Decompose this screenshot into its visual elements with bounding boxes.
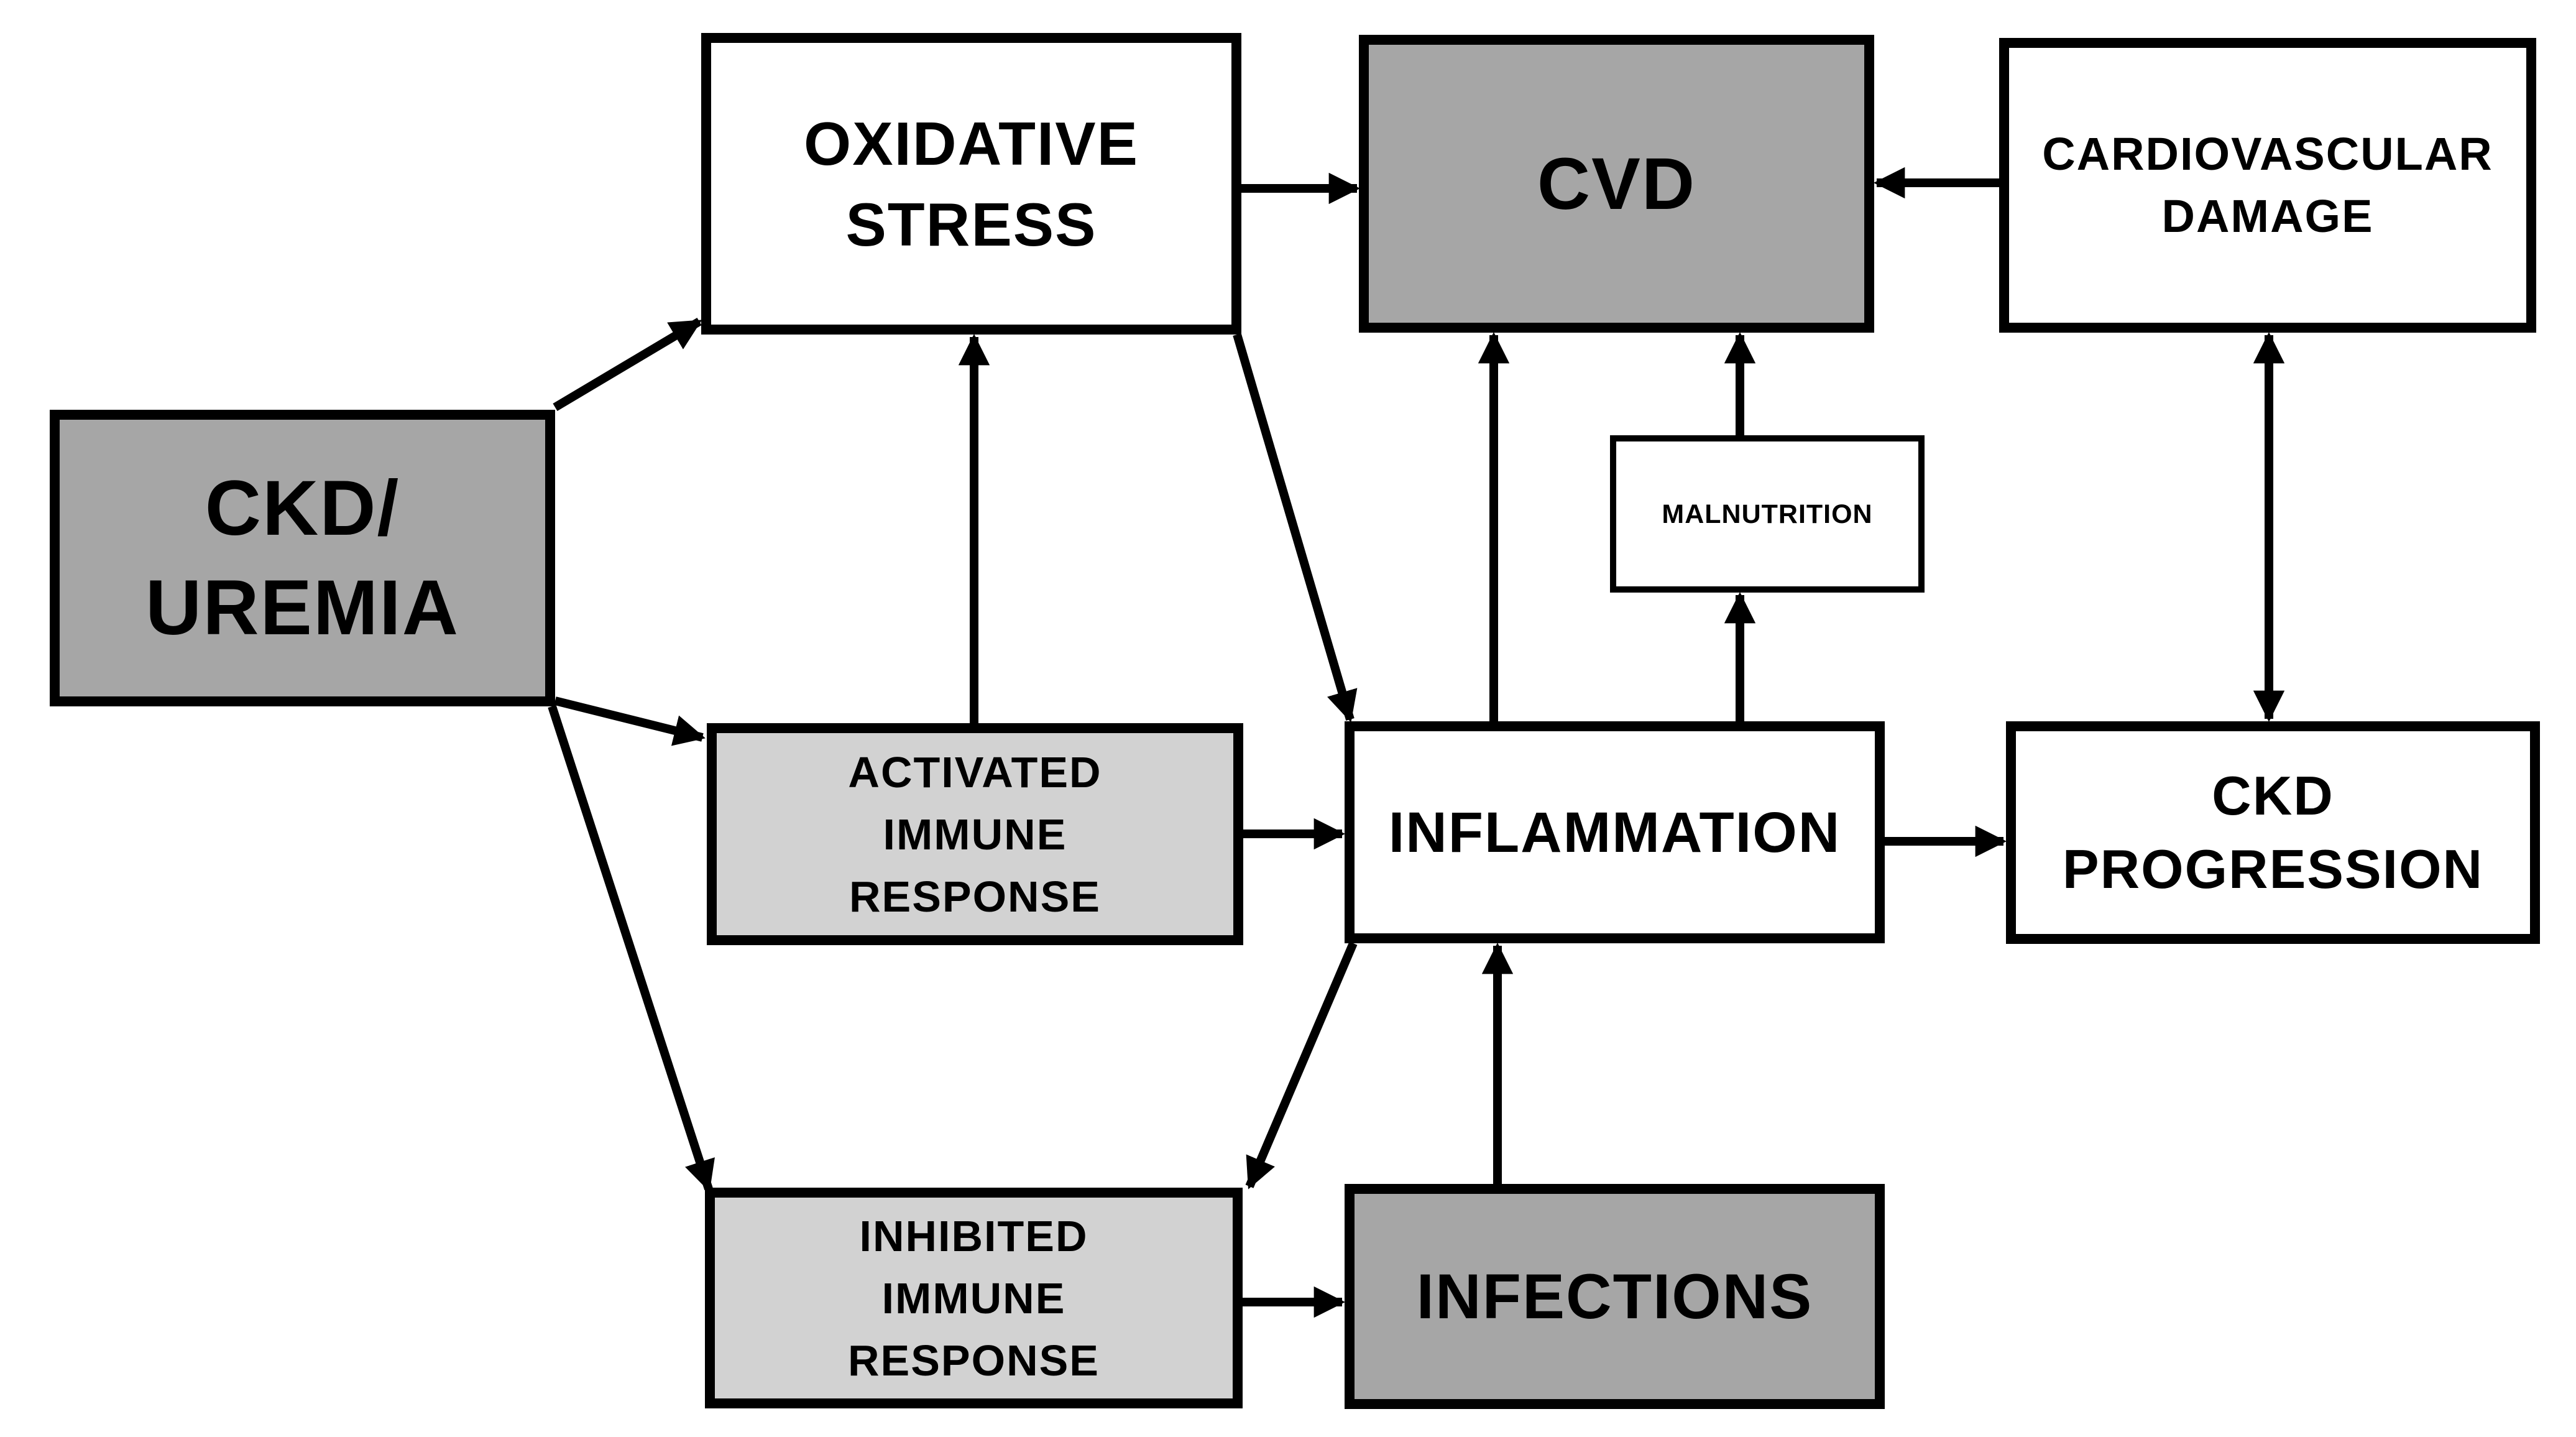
node-inflammation-label: INFLAMMATION [1388, 800, 1841, 864]
arrow-ckd-to-activated-immune [554, 696, 706, 746]
node-infections: INFECTIONS [1345, 1184, 1885, 1409]
node-activated-immune-response-label: ACTIVATED IMMUNE RESPONSE [848, 747, 1102, 921]
node-inhibited-immune-response: INHIBITED IMMUNE RESPONSE [705, 1188, 1243, 1408]
arrow-oxidative-stress-to-inflammation [1233, 333, 1358, 723]
node-cvd-label: CVD [1537, 142, 1696, 225]
node-inhibited-immune-response-label: INHIBITED IMMUNE RESPONSE [848, 1211, 1100, 1385]
arrow-inflammation-to-inhibited-immune [1245, 941, 1358, 1190]
arrow-ckd-to-oxidative-stress [553, 317, 702, 412]
node-ckd-progression: CKD PROGRESSION [2006, 721, 2540, 944]
node-cvd: CVD [1359, 35, 1874, 333]
node-cardiovascular-damage: CARDIOVASCULAR DAMAGE [1999, 38, 2536, 333]
node-ckd-uremia-label: CKD/ UREMIA [145, 464, 460, 651]
node-malnutrition: MALNUTRITION [1610, 435, 1925, 593]
arrow-ckd-to-inhibited-immune [548, 705, 715, 1192]
node-inflammation: INFLAMMATION [1345, 721, 1885, 943]
node-malnutrition-label: MALNUTRITION [1662, 499, 1873, 529]
node-ckd-progression-label: CKD PROGRESSION [2062, 765, 2484, 900]
node-activated-immune-response: ACTIVATED IMMUNE RESPONSE [707, 723, 1243, 945]
node-cardiovascular-damage-label: CARDIOVASCULAR DAMAGE [2042, 128, 2493, 242]
node-oxidative-stress: OXIDATIVE STRESS [701, 33, 1241, 335]
node-ckd-uremia: CKD/ UREMIA [50, 410, 555, 706]
node-infections-label: INFECTIONS [1416, 1261, 1813, 1332]
node-oxidative-stress-label: OXIDATIVE STRESS [804, 109, 1139, 259]
